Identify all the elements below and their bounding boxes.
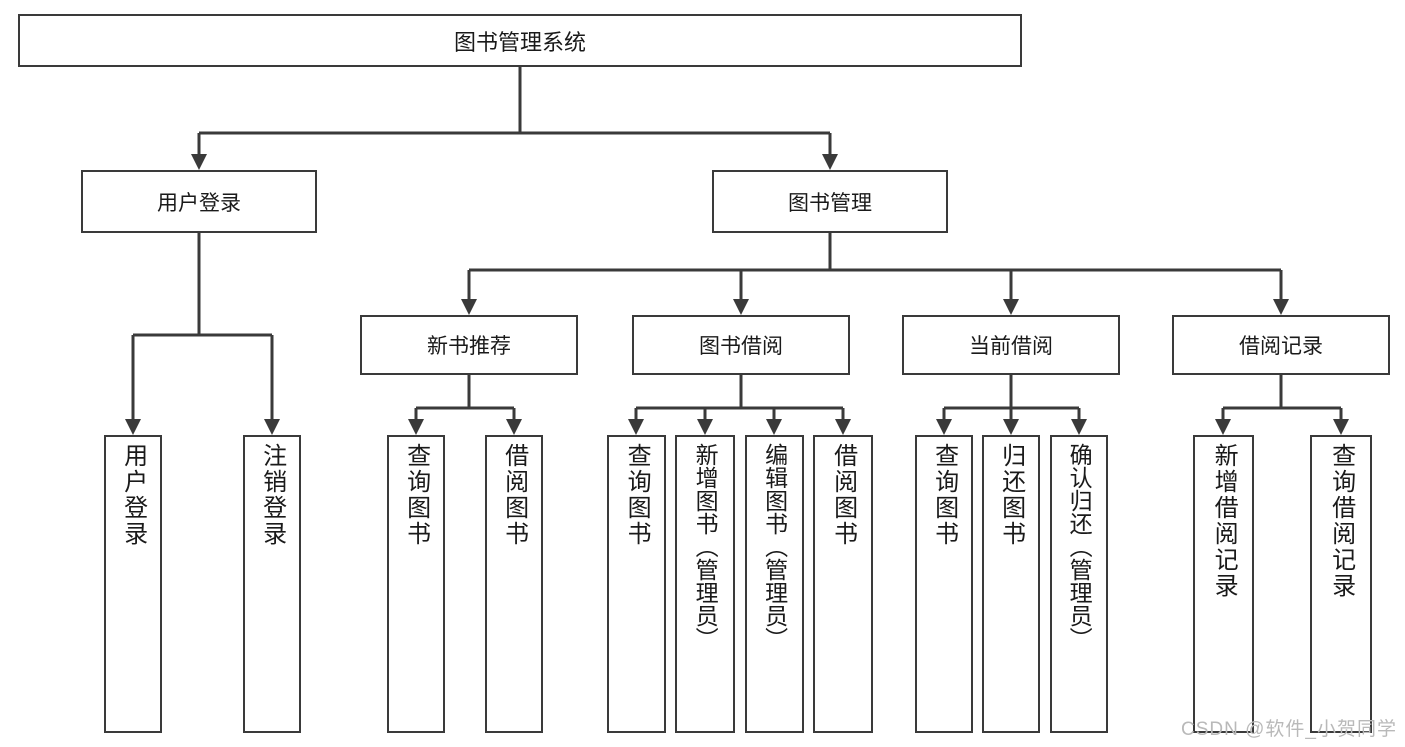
watermark-text: CSDN @软件_小贺同学: [1181, 719, 1397, 740]
leaf-label: 新增借阅记录: [1210, 443, 1238, 599]
node-new-book-recommend[interactable]: 新书推荐: [360, 315, 578, 375]
leaf-label: 用户登录: [119, 443, 147, 547]
arrowhead-icon: [125, 419, 141, 435]
leaf-query-borrow-record[interactable]: 查询借阅记录: [1310, 435, 1372, 733]
leaf-edit-book-admin[interactable]: 编辑图书（管理员）: [745, 435, 804, 733]
node-book-manage[interactable]: 图书管理: [712, 170, 948, 233]
leaf-return-book[interactable]: 归还图书: [982, 435, 1040, 733]
node-user-login[interactable]: 用户登录: [81, 170, 317, 233]
node-new-book-recommend-label: 新书推荐: [427, 335, 511, 358]
leaf-label: 新增图书（管理员）: [692, 443, 719, 650]
leaf-user-login[interactable]: 用户登录: [104, 435, 162, 733]
node-borrow-record[interactable]: 借阅记录: [1172, 315, 1390, 375]
leaf-label: 查询图书: [930, 443, 958, 547]
leaf-label: 借阅图书: [829, 443, 857, 547]
arrowhead-icon: [461, 299, 477, 315]
node-user-login-label: 用户登录: [157, 191, 241, 215]
leaf-borrow-book-recommend[interactable]: 借阅图书: [485, 435, 543, 733]
arrowhead-icon: [1003, 419, 1019, 435]
leaf-add-borrow-record[interactable]: 新增借阅记录: [1193, 435, 1254, 733]
node-root[interactable]: 图书管理系统: [18, 14, 1022, 67]
arrowhead-icon: [822, 154, 838, 170]
leaf-label: 查询图书: [402, 443, 430, 547]
arrowhead-icon: [733, 299, 749, 315]
arrowhead-icon: [1071, 419, 1087, 435]
node-borrow-record-label: 借阅记录: [1239, 335, 1323, 358]
node-current-borrow[interactable]: 当前借阅: [902, 315, 1120, 375]
node-book-borrow[interactable]: 图书借阅: [632, 315, 850, 375]
leaf-logout[interactable]: 注销登录: [243, 435, 301, 733]
arrowhead-icon: [697, 419, 713, 435]
arrowhead-icon: [835, 419, 851, 435]
leaf-label: 编辑图书（管理员）: [761, 443, 788, 650]
leaf-label: 查询借阅记录: [1327, 443, 1355, 599]
leaf-query-book-current[interactable]: 查询图书: [915, 435, 973, 733]
arrowhead-icon: [408, 419, 424, 435]
leaf-label: 归还图书: [997, 443, 1025, 547]
leaf-label: 注销登录: [258, 443, 286, 547]
arrowhead-icon: [1215, 419, 1231, 435]
leaf-query-book[interactable]: 查询图书: [607, 435, 666, 733]
arrowhead-icon: [936, 419, 952, 435]
node-current-borrow-label: 当前借阅: [969, 335, 1053, 358]
leaf-label: 借阅图书: [500, 443, 528, 547]
node-book-borrow-label: 图书借阅: [699, 335, 783, 358]
arrowhead-icon: [766, 419, 782, 435]
arrowhead-icon: [506, 419, 522, 435]
node-root-label: 图书管理系统: [453, 29, 586, 55]
leaf-query-book-recommend[interactable]: 查询图书: [387, 435, 445, 733]
arrowhead-icon: [191, 154, 207, 170]
arrowhead-icon: [1003, 299, 1019, 315]
arrowhead-icon: [1273, 299, 1289, 315]
arrowhead-icon: [628, 419, 644, 435]
leaf-label: 查询图书: [623, 443, 651, 547]
leaf-add-book-admin[interactable]: 新增图书（管理员）: [675, 435, 735, 733]
arrowhead-icon: [1333, 419, 1349, 435]
arrowhead-icon: [264, 419, 280, 435]
leaf-label: 确认归还（管理员）: [1066, 443, 1093, 650]
leaf-confirm-return-admin[interactable]: 确认归还（管理员）: [1050, 435, 1108, 733]
leaf-borrow-book[interactable]: 借阅图书: [813, 435, 873, 733]
node-book-manage-label: 图书管理: [788, 191, 872, 215]
